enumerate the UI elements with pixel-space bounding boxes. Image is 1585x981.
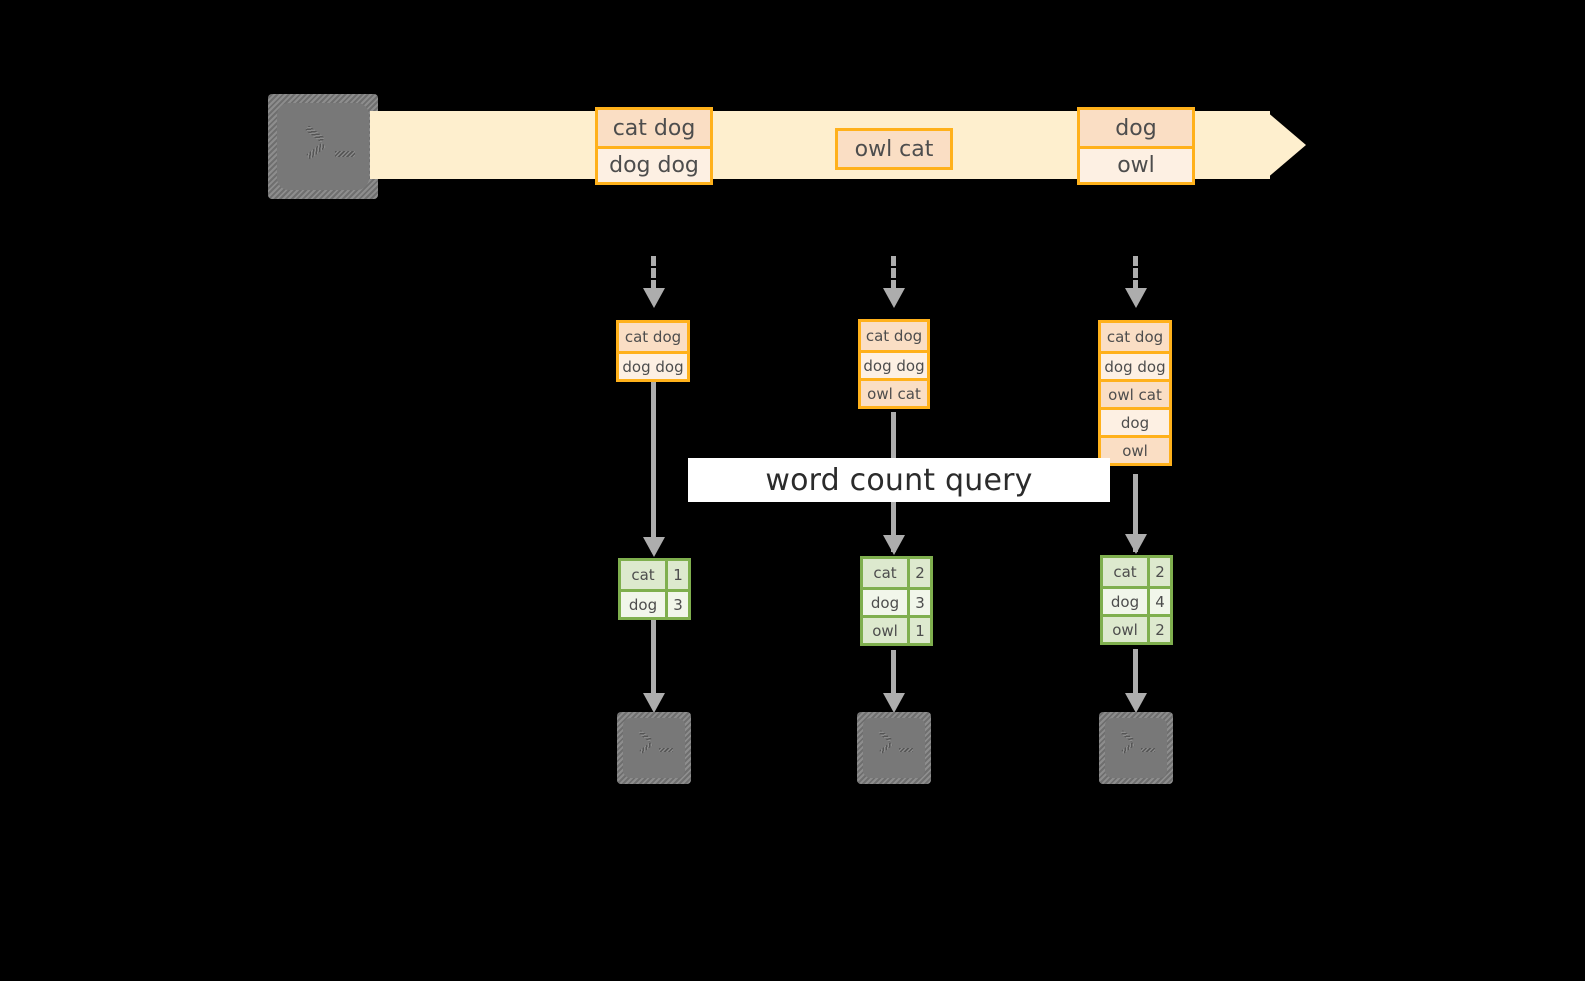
stream-record-line: owl cat <box>838 131 950 167</box>
result-table-1: cat 1 dog 3 <box>618 558 691 620</box>
stream-record-1: cat dog dog dog <box>595 107 713 185</box>
result-count: 2 <box>907 559 930 587</box>
table-row: cat 2 <box>1103 558 1170 586</box>
query-connector-3 <box>1133 474 1138 552</box>
query-arrowhead-2 <box>883 535 905 555</box>
result-word: dog <box>863 590 907 615</box>
state-line: owl cat <box>1101 379 1169 407</box>
result-word: dog <box>1103 589 1147 614</box>
result-count: 1 <box>907 618 930 643</box>
sink-terminal-1 <box>617 712 691 784</box>
ingest-arrowhead-3 <box>1125 288 1147 308</box>
result-table-2: cat 2 dog 3 owl 1 <box>860 556 933 646</box>
stream-record-line: owl <box>1080 146 1192 182</box>
state-line: owl <box>1101 435 1169 463</box>
query-connector-1 <box>651 382 656 552</box>
ingest-arrowhead-2 <box>883 288 905 308</box>
stream-record-line: dog <box>1080 110 1192 146</box>
accumulated-state-3: cat dog dog dog owl cat dog owl <box>1098 320 1172 466</box>
state-line: cat dog <box>861 322 927 350</box>
accumulated-state-1: cat dog dog dog <box>616 320 690 382</box>
prompt-underscore-icon <box>1141 748 1155 752</box>
result-word: cat <box>863 559 907 587</box>
result-count: 2 <box>1147 558 1170 586</box>
prompt-underscore-icon <box>899 748 913 752</box>
stream-record-line: cat dog <box>598 110 710 146</box>
table-row: cat 1 <box>621 561 688 589</box>
table-row: dog 3 <box>863 587 930 615</box>
result-count: 3 <box>907 590 930 615</box>
result-word: dog <box>621 592 665 617</box>
sink-arrowhead-3 <box>1125 693 1147 713</box>
ingest-connector-1 <box>651 256 656 290</box>
sink-connector-1 <box>651 620 656 700</box>
state-line: owl cat <box>861 378 927 406</box>
result-count: 1 <box>665 561 688 589</box>
stream-record-3: dog owl <box>1077 107 1195 185</box>
result-word: owl <box>1103 617 1147 642</box>
state-line: dog dog <box>619 351 687 379</box>
accumulated-state-2: cat dog dog dog owl cat <box>858 319 930 409</box>
sink-terminal-3 <box>1099 712 1173 784</box>
prompt-underscore-icon <box>659 748 673 752</box>
result-word: cat <box>1103 558 1147 586</box>
query-arrowhead-1 <box>643 537 665 557</box>
result-word: cat <box>621 561 665 589</box>
ingest-connector-3 <box>1133 256 1138 290</box>
sink-terminal-2 <box>857 712 931 784</box>
sink-connector-2 <box>891 650 896 700</box>
table-row: dog 3 <box>621 589 688 617</box>
table-row: owl 1 <box>863 615 930 643</box>
query-arrowhead-3 <box>1125 534 1147 554</box>
result-word: owl <box>863 618 907 643</box>
event-stream-arrowhead <box>1266 111 1306 179</box>
query-label: word count query <box>765 462 1033 498</box>
state-line: cat dog <box>619 323 687 351</box>
stream-record-2: owl cat <box>835 128 953 170</box>
table-row: cat 2 <box>863 559 930 587</box>
state-line: dog <box>1101 407 1169 435</box>
ingest-arrowhead-1 <box>643 288 665 308</box>
state-line: cat dog <box>1101 323 1169 351</box>
result-count: 2 <box>1147 617 1170 642</box>
result-count: 3 <box>665 592 688 617</box>
state-line: dog dog <box>861 350 927 378</box>
stream-record-line: dog dog <box>598 146 710 182</box>
sink-arrowhead-1 <box>643 693 665 713</box>
ingest-connector-2 <box>891 256 896 290</box>
sink-connector-3 <box>1133 649 1138 700</box>
source-terminal-icon <box>268 94 378 199</box>
result-table-3: cat 2 dog 4 owl 2 <box>1100 555 1173 645</box>
result-count: 4 <box>1147 589 1170 614</box>
sink-arrowhead-2 <box>883 693 905 713</box>
query-banner: word count query <box>688 458 1110 502</box>
table-row: owl 2 <box>1103 614 1170 642</box>
prompt-underscore-icon <box>335 151 355 157</box>
state-line: dog dog <box>1101 351 1169 379</box>
table-row: dog 4 <box>1103 586 1170 614</box>
